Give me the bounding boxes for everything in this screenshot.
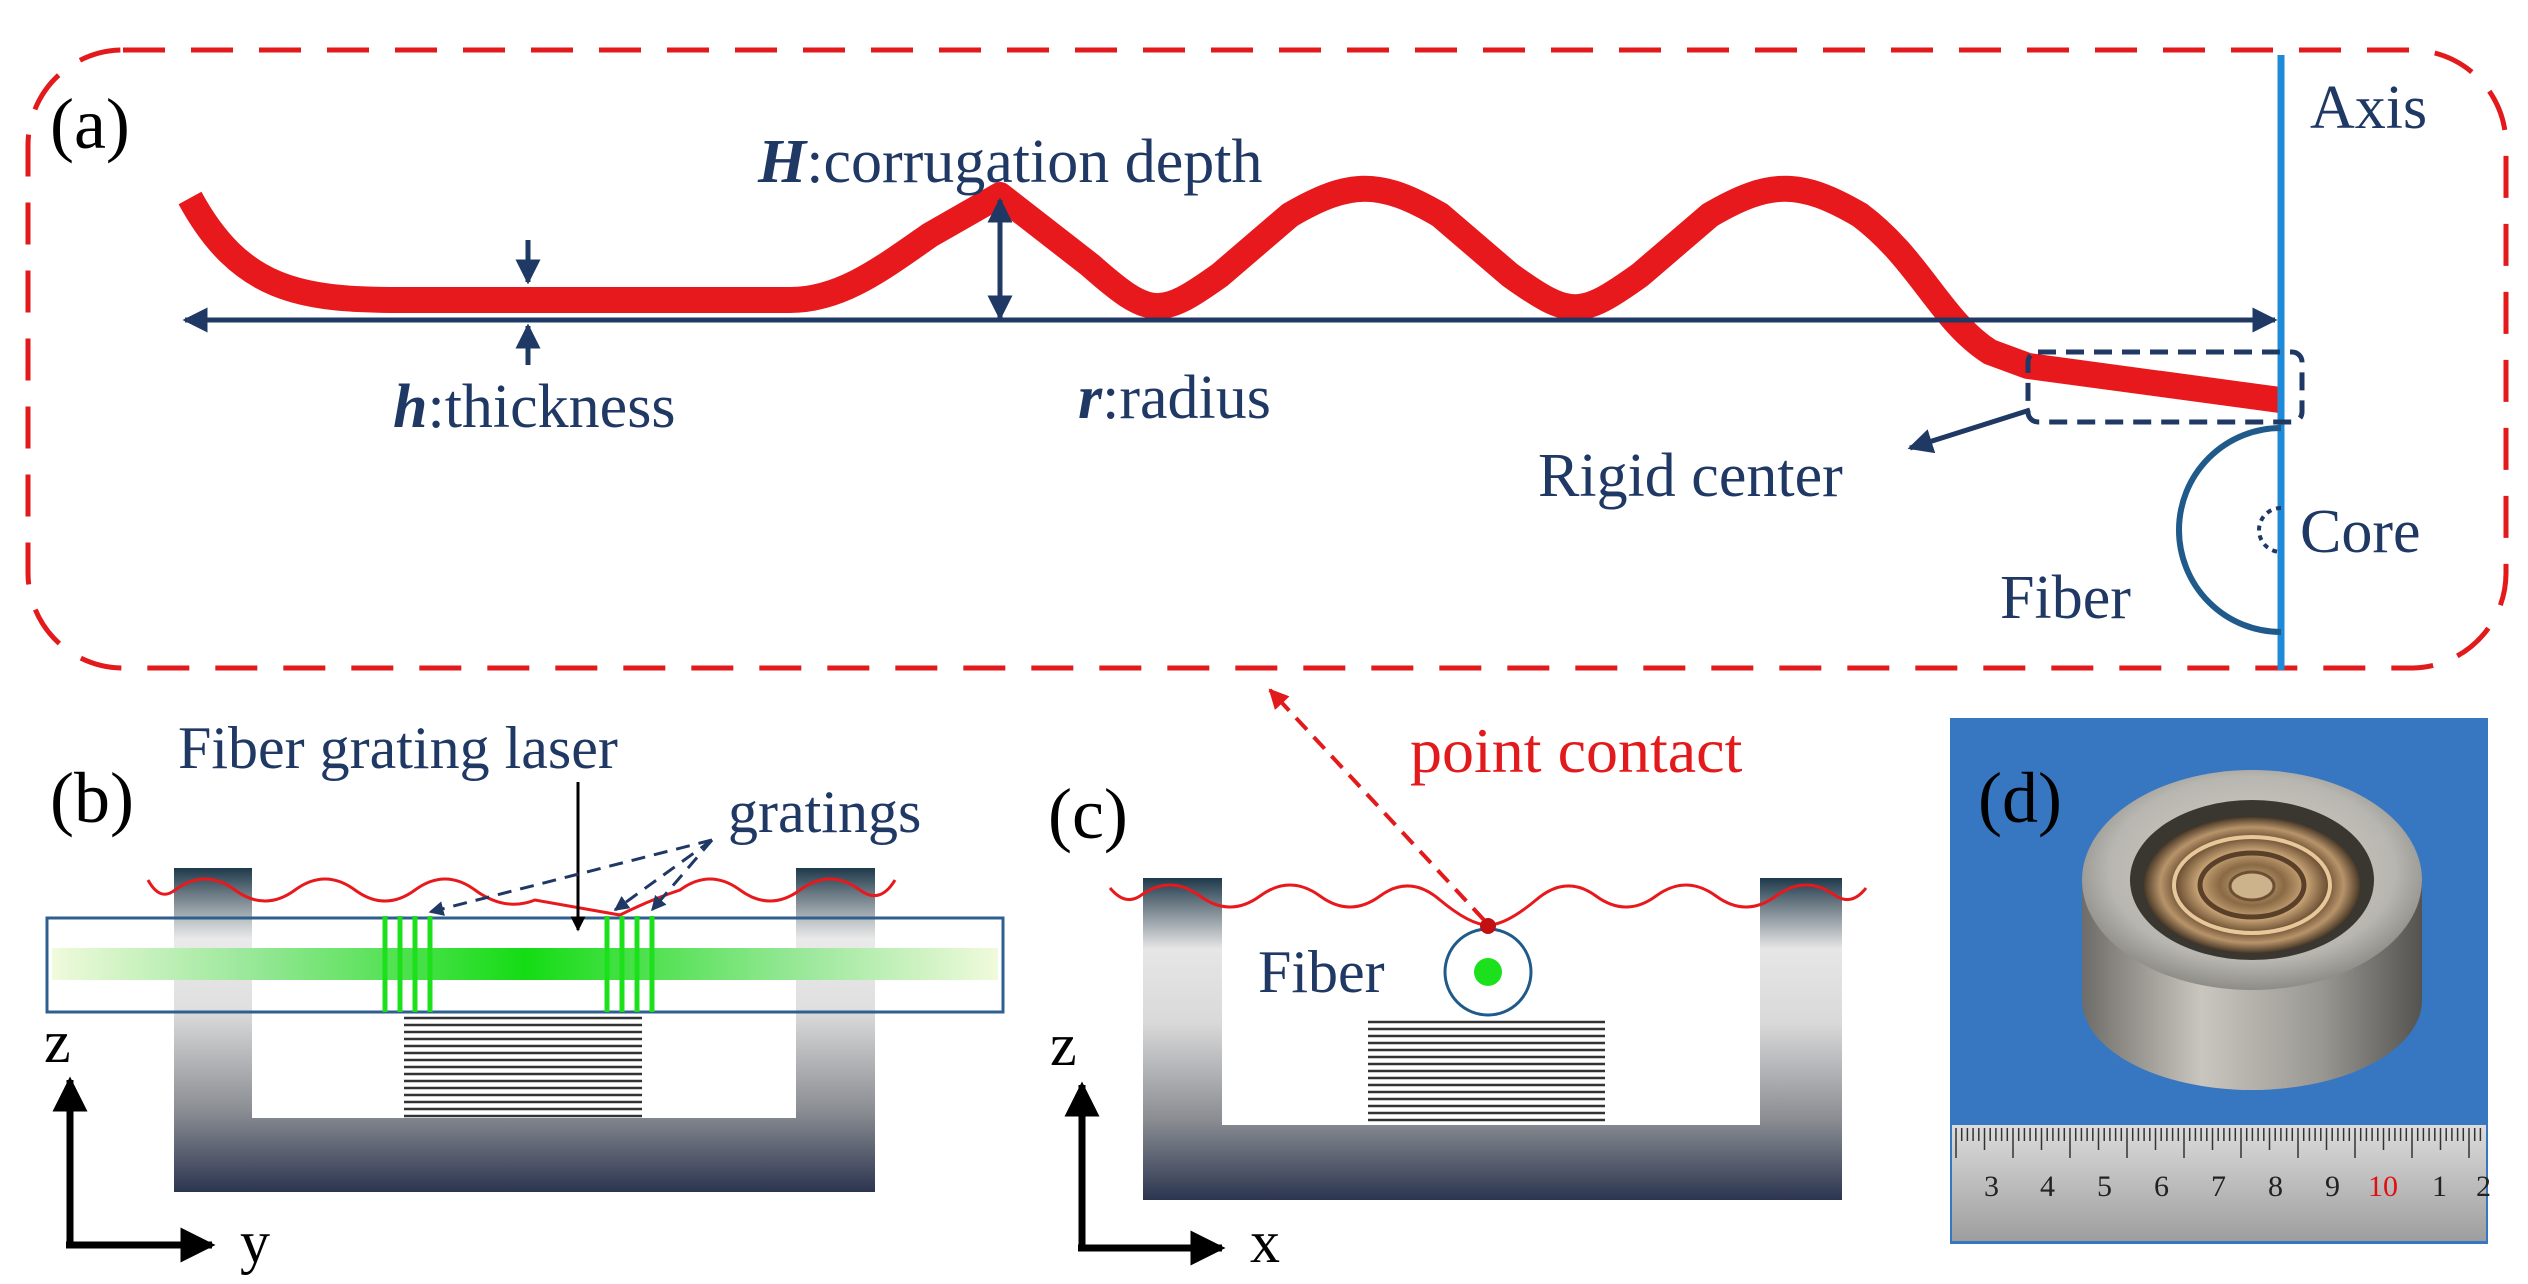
gratings-label: gratings bbox=[728, 779, 921, 845]
sensor-base-b bbox=[174, 868, 875, 1192]
panel-c: (c) point contact Fiber bbox=[1048, 688, 1868, 1275]
fiber-core-c bbox=[1474, 958, 1502, 986]
corrugated-diaphragm bbox=[178, 175, 2282, 413]
panel-a: (a) Axis H:corrugation depth h:thickness… bbox=[25, 47, 2509, 671]
striped-block-c bbox=[1368, 1020, 1605, 1125]
ruler-num: 3 bbox=[1984, 1170, 1999, 1203]
sensor-base-c bbox=[1143, 878, 1842, 1200]
core-label: Core bbox=[2300, 498, 2421, 566]
ruler-num: 7 bbox=[2211, 1170, 2226, 1203]
point-contact-link bbox=[1268, 688, 1486, 922]
panel-a-border bbox=[25, 47, 2509, 671]
z-label-c: z bbox=[1050, 1012, 1077, 1078]
rigid-center-label: Rigid center bbox=[1538, 442, 1843, 510]
depth-label: H:corrugation depth bbox=[757, 128, 1263, 196]
grating-arrow-1 bbox=[428, 838, 713, 916]
ruler-num: 4 bbox=[2040, 1170, 2055, 1203]
ruler-num: 5 bbox=[2097, 1170, 2112, 1203]
panel-b-label: (b) bbox=[50, 758, 134, 838]
grating-arrow-2 bbox=[613, 838, 713, 912]
ruler-num: 10 bbox=[2368, 1170, 2398, 1203]
panel-c-label: (c) bbox=[1048, 774, 1128, 854]
ruler-num: 6 bbox=[2154, 1170, 2169, 1203]
x-label-c: x bbox=[1250, 1209, 1280, 1275]
fiber-label-c: Fiber bbox=[1258, 939, 1385, 1005]
contact-point bbox=[1480, 918, 1496, 934]
striped-block-b bbox=[404, 1016, 642, 1118]
laser-label: Fiber grating laser bbox=[178, 715, 618, 781]
ruler-num: 9 bbox=[2325, 1170, 2340, 1203]
thickness-label: h:thickness bbox=[393, 373, 675, 441]
panel-a-label: (a) bbox=[50, 84, 130, 164]
laser-beam bbox=[52, 948, 998, 980]
panel-d-label: (d) bbox=[1978, 758, 2062, 838]
wavy-diaphragm-b bbox=[146, 877, 897, 917]
rigid-center-box bbox=[2025, 349, 2305, 425]
grating-arrow-3 bbox=[650, 839, 714, 912]
rigid-center-pointer bbox=[1907, 407, 2031, 454]
z-label-b: z bbox=[44, 1009, 71, 1075]
axis-label: Axis bbox=[2310, 74, 2427, 142]
ruler-numbers: 3 4 5 6 7 8 9 10 1 2 bbox=[1984, 1170, 2491, 1203]
fiber-label-a: Fiber bbox=[2000, 564, 2131, 632]
ruler-num: 2 bbox=[2476, 1170, 2491, 1203]
ruler-num: 8 bbox=[2268, 1170, 2283, 1203]
point-contact-label: point contact bbox=[1410, 715, 1743, 786]
y-label-b: y bbox=[240, 1209, 270, 1275]
radius-label: r:radius bbox=[1078, 364, 1271, 432]
fiber-core bbox=[2257, 506, 2282, 554]
panel-b: (b) Fiber grating laser gratings bbox=[44, 715, 1005, 1275]
disc-center bbox=[2228, 870, 2276, 902]
grating-right bbox=[604, 916, 655, 1012]
ruler-num: 1 bbox=[2432, 1170, 2447, 1203]
ruler-ticks bbox=[1955, 1128, 2482, 1158]
fiber-cross-section bbox=[2176, 425, 2282, 635]
grating-left bbox=[382, 916, 433, 1012]
panel-d-photo: 3 4 5 6 7 8 9 10 1 2 (d) bbox=[1950, 718, 2491, 1244]
